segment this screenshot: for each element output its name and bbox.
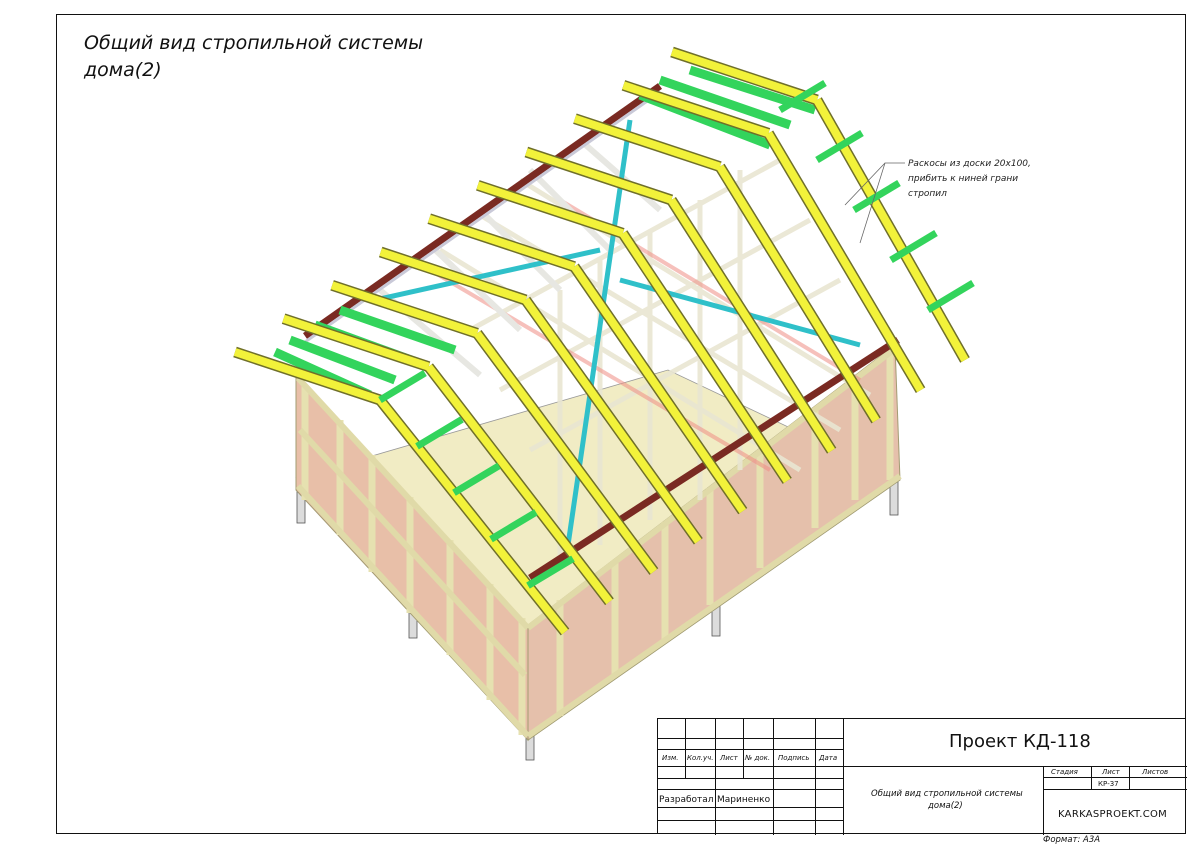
rafter <box>522 297 702 544</box>
sheet-value: КР-37 <box>1098 780 1119 788</box>
note-line-3: стропил <box>908 189 947 199</box>
sheets-label: Листов <box>1142 768 1169 776</box>
rafter <box>330 281 479 338</box>
gable-batten <box>452 462 501 496</box>
rafter <box>425 364 613 605</box>
rafter <box>427 214 576 271</box>
gable-batten <box>415 416 464 450</box>
brace-note: Раскосы из доски 20х100, прибить к ниней… <box>908 157 1031 202</box>
note-line-2: прибить к ниней грани <box>908 174 1019 184</box>
note-line-1: Раскосы из доски 20х100, <box>908 159 1031 169</box>
header-izm: Изм. <box>662 754 679 762</box>
title-block: Проект КД-118 Изм. Кол.уч. Лист № док. П… <box>657 718 1187 835</box>
gable-batten <box>526 555 575 589</box>
project-name: Проект КД-118 <box>949 731 1091 752</box>
gable-batten <box>778 79 827 114</box>
stamp-line <box>658 778 843 779</box>
gable-batten <box>815 129 864 164</box>
stamp-line <box>658 807 843 808</box>
sheet-title-1: Общий вид стропильной системы <box>871 789 1023 799</box>
header-date: Дата <box>819 754 838 762</box>
stamp-line <box>1043 766 1044 835</box>
rafter <box>670 48 819 104</box>
gable-batten <box>378 369 427 404</box>
note-leader <box>844 162 905 244</box>
title-line-1: Общий вид стропильной системы <box>84 32 424 54</box>
stamp-line <box>715 719 716 835</box>
rafter <box>525 148 673 204</box>
gable-batten <box>852 179 901 214</box>
stamp-line <box>815 719 816 835</box>
gable-batten <box>889 229 938 264</box>
rafter <box>667 197 836 453</box>
rafter <box>570 264 747 514</box>
rafter <box>282 314 430 371</box>
sheet-title-2: дома(2) <box>928 801 963 811</box>
rafter <box>765 131 924 393</box>
paper-format: Формат: А3А <box>1043 835 1101 845</box>
rafter <box>473 330 658 574</box>
stamp-divider <box>843 719 844 835</box>
drawing-title: Общий вид стропильной системы дома(2) <box>84 30 423 84</box>
stamp-line <box>1043 777 1187 778</box>
developed-name: Мариненко <box>717 795 771 805</box>
stage-label: Стадия <box>1051 768 1078 776</box>
rafter <box>376 397 569 635</box>
header-doc: № док. <box>745 754 771 762</box>
gable-wall-studs <box>301 385 526 735</box>
header-list: Лист <box>720 754 738 762</box>
stamp-line <box>1129 766 1130 790</box>
gable-batten <box>926 279 975 314</box>
rafter <box>476 181 625 238</box>
stamp-line <box>1091 766 1092 790</box>
rafter <box>622 81 770 138</box>
gable-wall-plates <box>295 375 531 739</box>
stamp-line <box>658 749 843 750</box>
drawing-frame <box>56 14 1186 834</box>
stamp-line <box>658 789 843 790</box>
stamp-line <box>685 719 686 778</box>
header-sign: Подпись <box>778 754 810 762</box>
rafter <box>573 114 722 171</box>
header-kol: Кол.уч. <box>687 754 714 762</box>
developed-label: Разработал <box>659 795 714 805</box>
rafter <box>619 231 791 484</box>
sheet-label: Лист <box>1102 768 1120 776</box>
stamp-line <box>1043 789 1187 790</box>
stamp-line <box>658 738 843 739</box>
stamp-line <box>773 719 774 835</box>
eave-plate <box>528 337 900 581</box>
gable-batten <box>489 509 538 543</box>
stamp-line <box>743 719 744 778</box>
rafter <box>813 98 969 362</box>
rafters <box>233 46 975 636</box>
stamp-line <box>658 820 843 821</box>
company-name: KARKASPROEKT.COM <box>1058 809 1168 820</box>
rafter <box>233 348 382 404</box>
stamp-line <box>658 766 1187 767</box>
rafter <box>379 248 527 304</box>
title-line-2: дома(2) <box>84 59 162 81</box>
rafter <box>716 164 880 423</box>
